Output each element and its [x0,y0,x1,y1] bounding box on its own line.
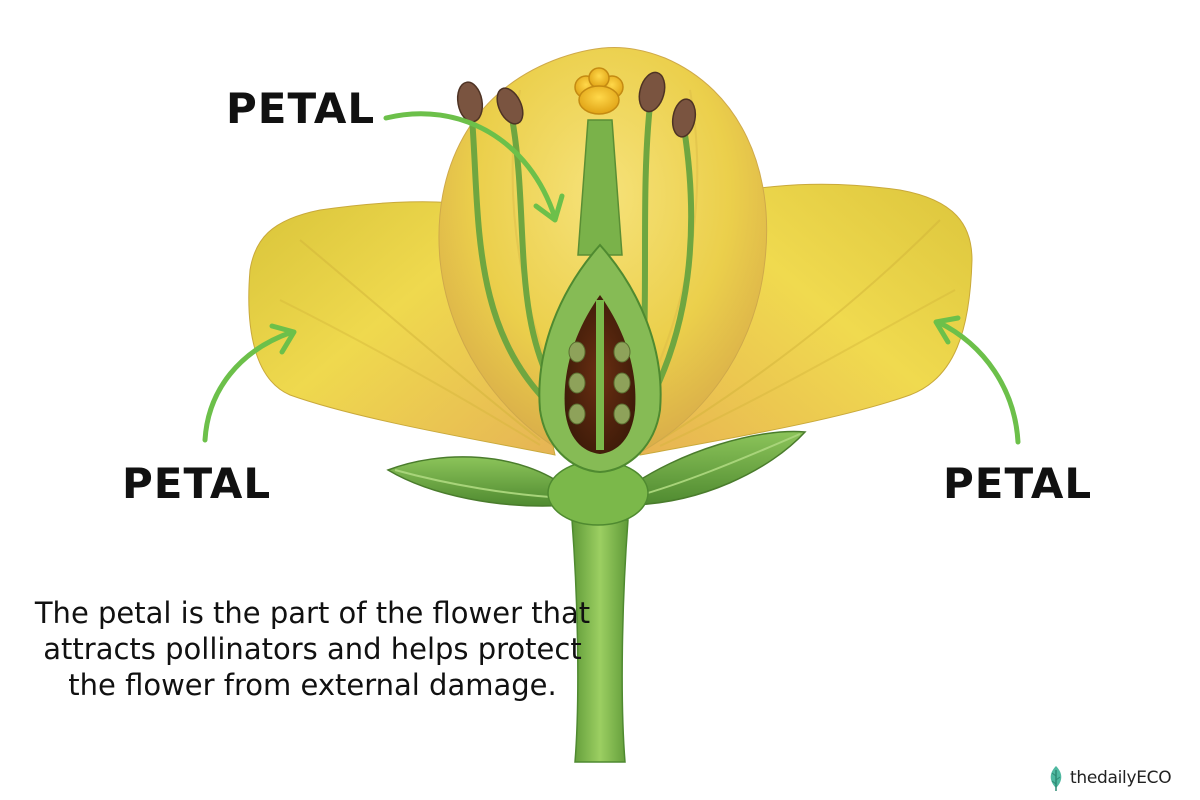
arrow-left [202,329,295,443]
arrow-right [935,319,1021,445]
stem [571,519,629,763]
left-sepal [386,456,571,507]
brand-logo: thedailyECO [1046,762,1172,794]
petal-label-left: PETAL [122,459,272,508]
ovules [568,341,631,425]
petal-label-right: PETAL [943,459,1093,508]
caption-text: The petal is the part of the flower that… [34,596,591,702]
arrows [202,111,1021,445]
logo-text: thedailyECO [1070,768,1172,788]
arrow-top [383,111,558,221]
petal-label-top: PETAL [226,84,376,133]
anthers [456,71,697,138]
style [577,119,623,256]
stigma [574,67,624,115]
leaf-icon [1050,766,1062,791]
